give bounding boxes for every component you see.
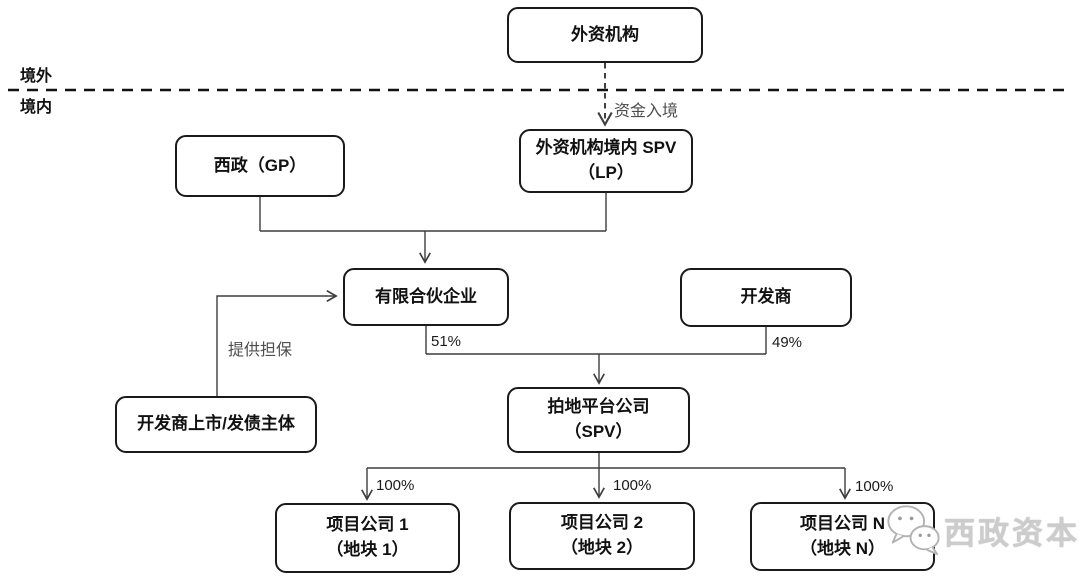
node-project-company-n-line1: 项目公司 N [800,513,885,533]
guarantee-label: 提供担保 [228,342,293,359]
node-developer-listed-entity-label: 开发商上市/发债主体 [137,414,295,434]
capital-entry-label: 资金入境 [614,103,679,120]
share-100-2-label: 100% [613,477,652,494]
share-100-1-label: 100% [376,477,415,494]
node-limited-partnership-label: 有限合伙企业 [375,286,477,306]
node-foreign-institution: 外资机构 [507,7,703,63]
node-foreign-spv-lp: 外资机构境内 SPV （LP） [519,129,693,193]
share-100-n-label: 100% [855,478,894,495]
node-developer: 开发商 [680,268,852,327]
node-limited-partnership: 有限合伙企业 [343,268,509,326]
node-project-company-2-line2: （地块 2） [560,538,644,557]
offshore-label: 境外 [20,68,53,85]
node-xizheng-gp: 西政（GP） [175,135,345,197]
node-project-company-1-line2: （地块 1） [326,540,409,559]
node-developer-label: 开发商 [740,287,792,307]
node-land-platform-spv: 拍地平台公司 （SPV） [507,387,690,453]
node-project-company-n: 项目公司 N （地块 N） [750,502,935,571]
node-project-company-1: 项目公司 1 （地块 1） [275,503,460,573]
node-foreign-spv-lp-line2: （LP） [578,163,634,182]
node-project-company-n-line2: （地块 N） [800,538,885,558]
node-land-platform-spv-line1: 拍地平台公司 [547,397,650,417]
guarantee-arrow [216,290,338,396]
node-project-company-1-line1: 项目公司 1 [326,515,409,535]
node-land-platform-spv-line2: （SPV） [564,422,633,441]
node-foreign-spv-lp-line1: 外资机构境内 SPV [535,138,677,158]
node-foreign-institution-label: 外资机构 [571,24,639,44]
node-developer-listed-entity: 开发商上市/发债主体 [115,396,317,453]
node-xizheng-gp-label: 西政（GP） [213,155,307,175]
node-project-company-2-line1: 项目公司 2 [560,513,644,533]
lp-share-label: 51% [431,333,462,350]
onshore-label: 境内 [20,99,53,116]
developer-share-label: 49% [772,334,803,351]
node-project-company-2: 项目公司 2 （地块 2） [509,502,695,570]
